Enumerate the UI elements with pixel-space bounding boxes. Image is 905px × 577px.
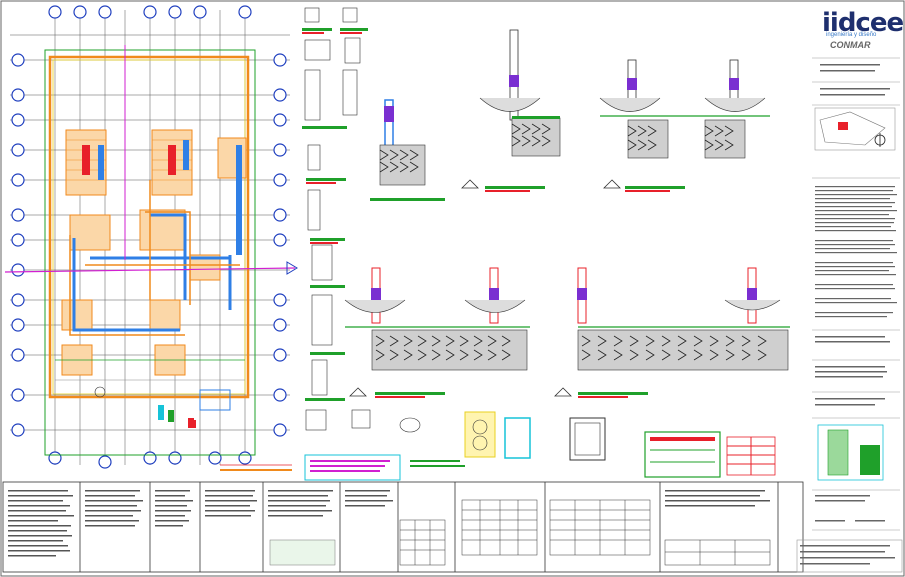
detail-column — [304, 7, 421, 433]
detail-labels-red — [302, 32, 670, 398]
client-logo: CONMAR — [830, 40, 871, 50]
grade-beams — [72, 213, 232, 332]
section-detail-2 — [479, 29, 561, 157]
company-logo-subtitle: ingeniería y diseño — [826, 32, 877, 38]
title-block-frames — [796, 57, 903, 573]
section-detail-3 — [599, 59, 770, 159]
company-logo: iidcee — [822, 8, 904, 38]
section-detail-5 — [577, 267, 790, 371]
grid-bubbles-left — [11, 53, 25, 437]
detail-labels-green — [302, 28, 685, 401]
section-detail-4 — [344, 267, 530, 371]
notes-text — [8, 490, 770, 557]
section-detail-1 — [379, 99, 426, 186]
grid-bubbles-bottom — [48, 451, 252, 469]
columns-blue — [98, 140, 242, 255]
grid-bubbles-right — [273, 53, 287, 437]
grid-bubbles-top — [48, 5, 252, 19]
notes-strip — [2, 481, 804, 573]
